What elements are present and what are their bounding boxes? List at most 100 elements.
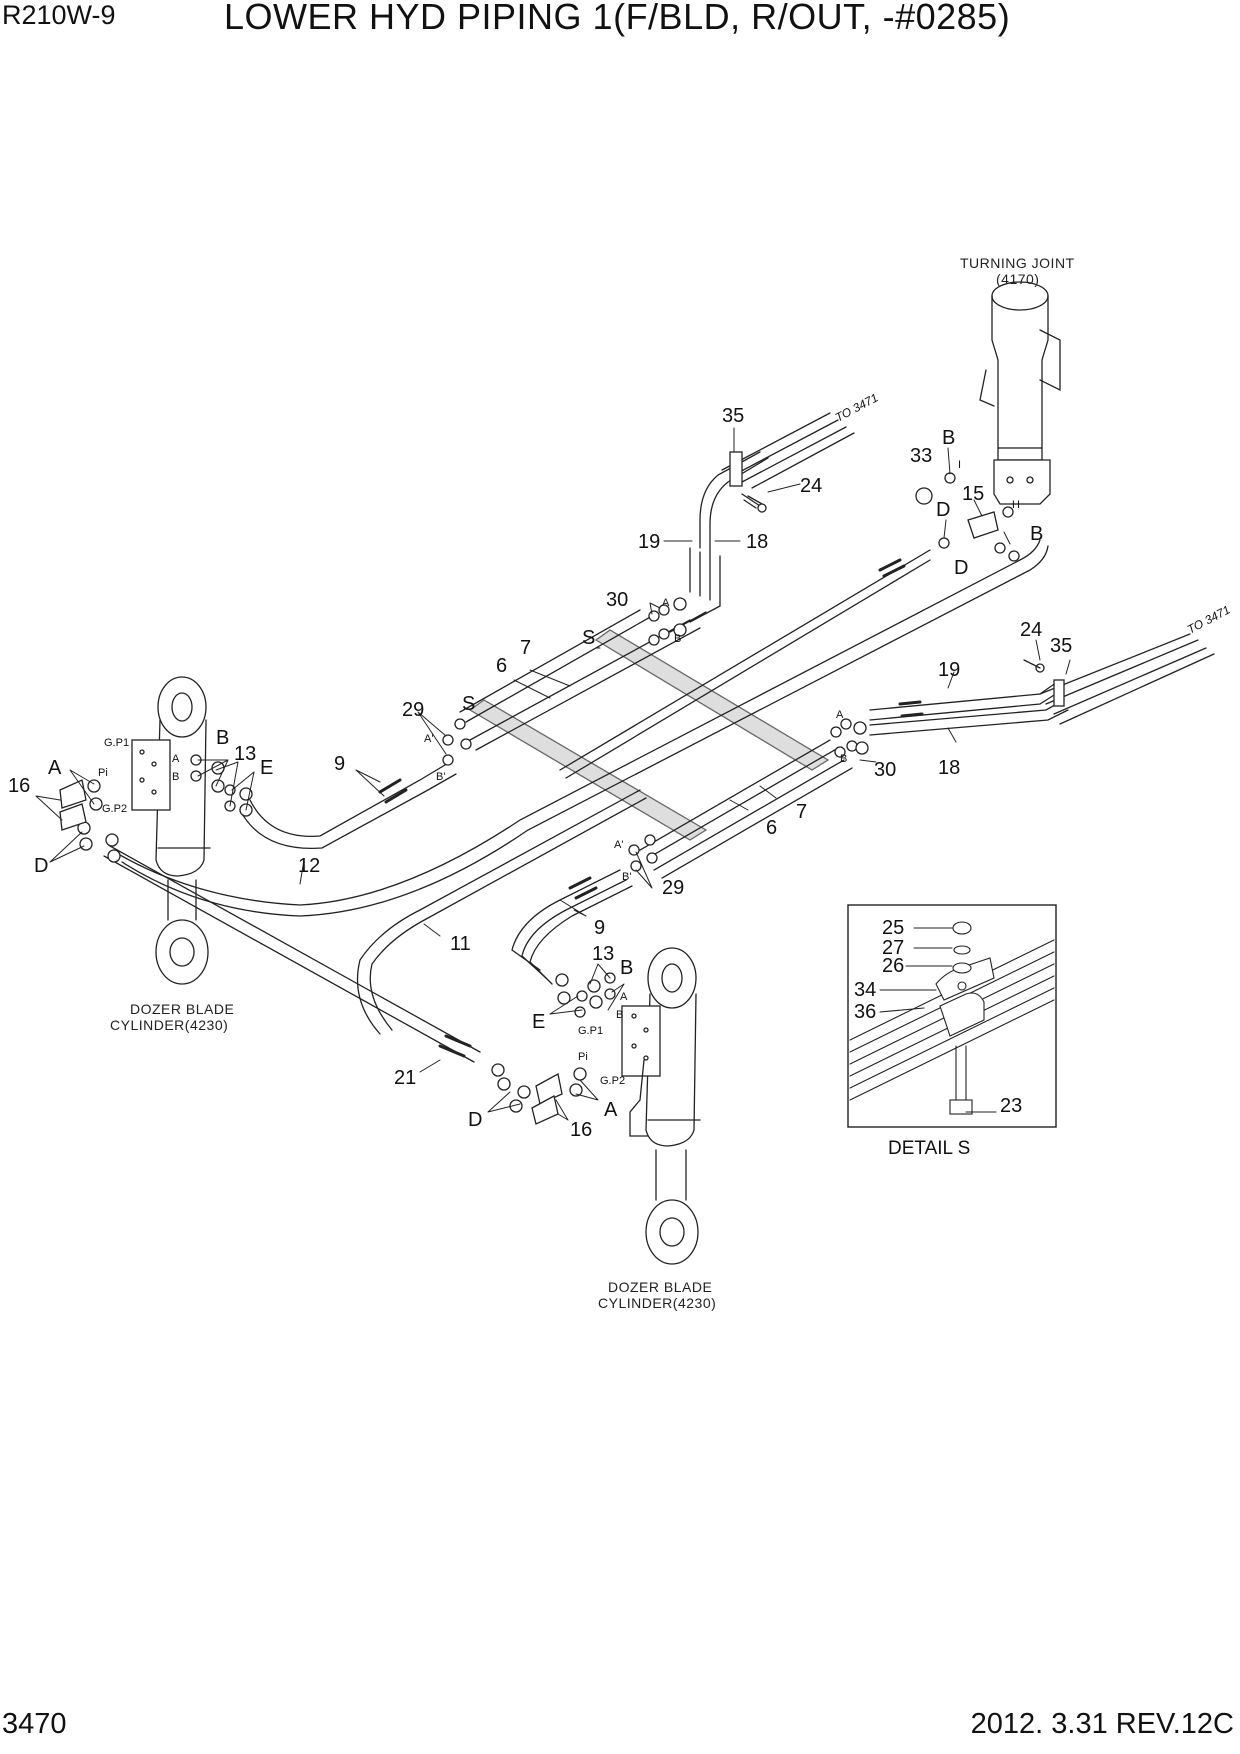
callout-30-right: 30 <box>874 759 896 781</box>
detail-callout-27: 27 <box>882 937 904 959</box>
port-gp1-left: G.P1 <box>104 737 129 749</box>
fittings-left <box>59 754 253 863</box>
oring-d-tj2 <box>1008 550 1020 562</box>
clamp-35-right <box>1053 679 1065 707</box>
port-b-block-left: B <box>172 771 179 783</box>
page-title: LOWER HYD PIPING 1(F/BLD, R/OUT, -#0285) <box>224 0 1011 37</box>
callout-7-top: 7 <box>520 637 531 659</box>
callout-24-right: 24 <box>1020 619 1042 641</box>
callout-a-left: A <box>48 757 62 779</box>
fitting-b-tj <box>944 472 956 484</box>
hose-21 <box>103 845 481 1063</box>
callout-19-right: 19 <box>938 659 960 681</box>
port-b-right: B <box>840 753 847 765</box>
pipe-18-19-right <box>869 633 1215 736</box>
port-b-prime-2: B' <box>622 871 631 883</box>
callout-19-top: 19 <box>638 531 660 553</box>
callout-35-right: 35 <box>1050 635 1072 657</box>
port-i: I <box>958 459 961 471</box>
callout-e-left: E <box>260 757 273 779</box>
clamp-35-top <box>729 451 743 487</box>
pipe-6-7-top <box>459 609 701 751</box>
callout-b-tj: B <box>942 427 955 449</box>
callout-16-mid: 16 <box>570 1119 592 1141</box>
detail-callout-25: 25 <box>882 917 904 939</box>
port-a-prime-1: A' <box>424 733 433 745</box>
detail-callout-36: 36 <box>854 1001 876 1023</box>
clamp-band-s1 <box>594 629 830 771</box>
fittings-pipe-ends <box>442 597 869 872</box>
port-a-block-right: A <box>620 991 628 1003</box>
callout-12: 12 <box>298 855 320 877</box>
tee-15 <box>967 511 999 539</box>
callout-d-tj2: D <box>954 557 968 579</box>
leader-lines <box>35 427 1071 1121</box>
port-gp1-right: G.P1 <box>578 1025 603 1037</box>
hose-crimp-right <box>898 700 924 718</box>
note-dozer-right-1: DOZER BLADE <box>608 1279 712 1295</box>
pipe-12 <box>119 539 1049 917</box>
callout-13-left: 13 <box>234 743 256 765</box>
callout-d-mid: D <box>468 1109 482 1131</box>
port-h: H <box>1012 499 1020 511</box>
dozer-cylinder-right <box>621 947 701 1265</box>
port-pi-left: Pi <box>98 767 108 779</box>
note-turning-joint-1: TURNING JOINT <box>960 255 1075 271</box>
callout-b-left: B <box>216 727 229 749</box>
hose-9-mid <box>511 869 633 985</box>
detail-s-title: DETAIL S <box>888 1138 970 1159</box>
pipe-to-3471-top <box>721 412 855 489</box>
detail-callout-23: 23 <box>1000 1095 1022 1117</box>
callout-e-mid: E <box>532 1011 545 1033</box>
callout-6-right: 6 <box>766 817 777 839</box>
bolt-24-head-top <box>757 503 767 513</box>
port-gp2-right: G.P2 <box>600 1075 625 1087</box>
plug-33 <box>915 487 933 505</box>
note-to-3471-top: TO 3471 <box>833 390 881 424</box>
port-a-prime-2: A' <box>614 839 623 851</box>
callout-29-top: 29 <box>402 699 424 721</box>
port-pi-right: Pi <box>578 1051 588 1063</box>
date-revision: 2012. 3.31 REV.12C <box>970 1708 1234 1740</box>
dozer-cylinder-left <box>131 676 211 985</box>
callout-11: 11 <box>450 933 471 955</box>
callout-6-top: 6 <box>496 655 507 677</box>
callout-9-mid: 9 <box>594 917 605 939</box>
note-turning-joint-2: (4170) <box>996 271 1039 287</box>
callout-7-right: 7 <box>796 801 807 823</box>
callout-13-mid: 13 <box>592 943 614 965</box>
clamp-band-s2 <box>468 699 708 841</box>
note-dozer-left-2: CYLINDER(4230) <box>110 1017 228 1033</box>
callout-33: 33 <box>910 445 932 467</box>
detail-s-drawing <box>849 921 1055 1115</box>
callout-d-tj1: D <box>936 499 950 521</box>
port-b-top: B <box>674 633 681 645</box>
hose-9-top <box>239 761 457 849</box>
hose-9-mid-crimp <box>568 876 598 900</box>
port-a-right: A <box>836 709 844 721</box>
note-dozer-left-1: DOZER BLADE <box>130 1001 234 1017</box>
note-dozer-right-2: CYLINDER(4230) <box>598 1295 716 1311</box>
callout-s-2: S <box>462 693 475 715</box>
port-gp2-left: G.P2 <box>102 803 127 815</box>
bolt-24-top <box>741 493 763 509</box>
callout-d-left: D <box>34 855 48 877</box>
oring-d-tj1 <box>938 537 950 549</box>
callout-b-tj2: B <box>1030 523 1043 545</box>
oring-b-tj2 <box>994 542 1006 554</box>
detail-callout-26: 26 <box>882 955 904 977</box>
turning-joint <box>979 281 1061 505</box>
fitting-h-tj <box>1002 506 1014 518</box>
model-code: R210W-9 <box>2 0 116 30</box>
pipe-6-7-right <box>639 739 853 879</box>
callout-15: 15 <box>962 483 984 505</box>
callout-b-mid: B <box>620 957 633 979</box>
callout-21: 21 <box>394 1067 416 1089</box>
detail-callout-34: 34 <box>854 979 876 1001</box>
port-b-prime-1: B' <box>436 771 445 783</box>
callout-18-right: 18 <box>938 757 960 779</box>
port-a-block-left: A <box>172 753 180 765</box>
callout-9-top: 9 <box>334 753 345 775</box>
callout-35-top: 35 <box>722 405 744 427</box>
